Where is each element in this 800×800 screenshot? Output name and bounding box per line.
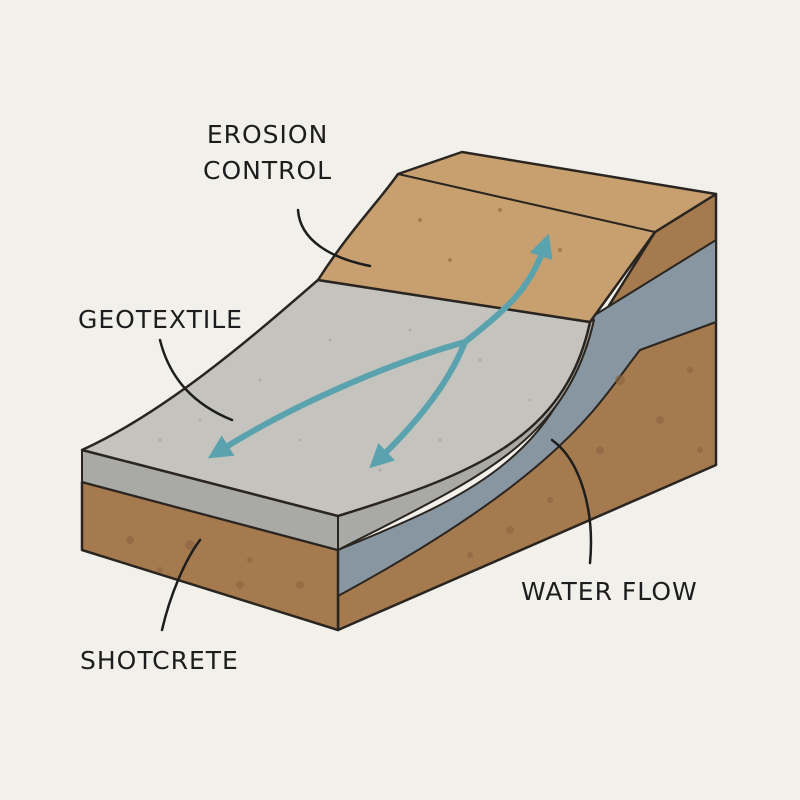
geotextile-texture	[158, 328, 532, 472]
soil-texture	[126, 208, 703, 589]
water-flow-arrow-right	[369, 339, 468, 469]
water-flow-arrow-left	[207, 339, 468, 459]
erosion-control-leader	[296, 208, 372, 268]
erosion-control-label-line-1: EROSION	[206, 120, 329, 149]
geotextile-label: GEOTEXTILE	[78, 305, 243, 334]
water-flow-arrow-up	[462, 233, 553, 345]
water-flow-leader	[550, 438, 593, 565]
erosion-control-label: EROSION CONTROL	[203, 117, 332, 189]
crest-line	[397, 173, 656, 233]
geotextile-leader	[158, 338, 234, 422]
leader-lines	[158, 208, 593, 632]
water-flow-label: WATER FLOW	[521, 577, 698, 606]
shotcrete-leader	[160, 538, 202, 632]
water-flow-arrows	[207, 233, 553, 469]
erosion-control-label-line-2: CONTROL	[203, 156, 333, 185]
shotcrete-label: SHOTCRETE	[80, 646, 239, 675]
